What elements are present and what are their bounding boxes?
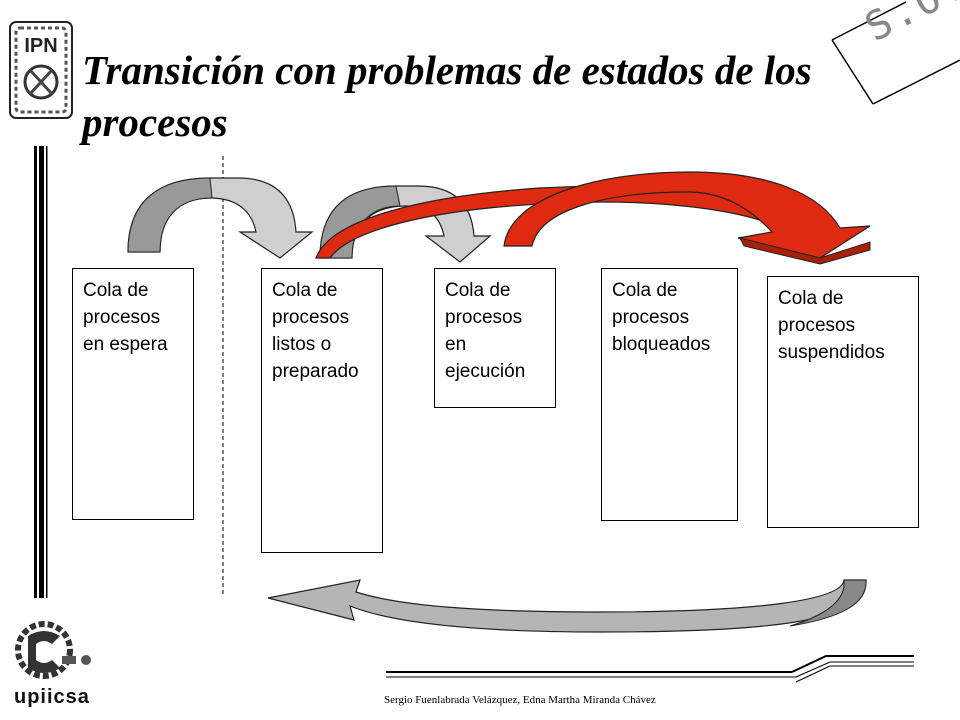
queue-label-listos: Cola de procesos listos o preparado [272, 280, 359, 382]
queue-label-espera: Cola de procesos en espera [83, 280, 168, 355]
queue-box-listos: Cola de procesos listos o preparado [261, 268, 383, 553]
footer-authors: Sergio Fuenlabrada Velázquez, Edna Marth… [384, 694, 656, 706]
ipn-logo-text: IPN [24, 35, 57, 57]
queue-box-espera: Cola de procesos en espera [72, 268, 194, 520]
queue-label-bloqueados: Cola de procesos bloqueados [612, 280, 711, 355]
upiicsa-logo [15, 621, 91, 679]
queue-box-bloqueados: Cola de procesos bloqueados [601, 268, 738, 521]
ipn-logo: IPN [9, 21, 73, 119]
queue-label-ejecucion: Cola de procesos en ejecución [445, 280, 526, 382]
queue-label-suspendidos: Cola de procesos suspendidos [778, 288, 885, 363]
left-decor-bars [34, 146, 48, 598]
footer-decor-lines [386, 655, 914, 683]
arrow-espera-to-listos [127, 177, 314, 259]
arrow-ejecucion-to-suspendidos [503, 171, 871, 265]
queue-box-ejecucion: Cola de procesos en ejecución [434, 268, 556, 408]
queue-box-suspendidos: Cola de procesos suspendidos [767, 276, 919, 528]
arrow-suspendidos-return [267, 579, 867, 633]
so-frame [831, 1, 960, 105]
upiicsa-logo-text: upiicsa [14, 686, 90, 708]
slide-title: Transición con problemas de estados de l… [82, 47, 812, 145]
